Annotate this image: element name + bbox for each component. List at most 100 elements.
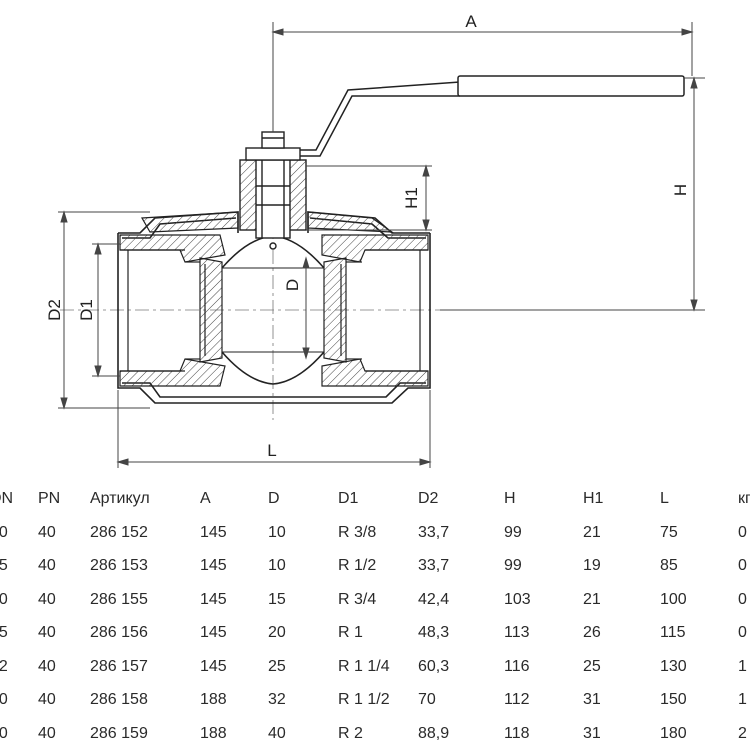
- table-cell: 32: [0, 657, 8, 675]
- table-cell: 33,7: [418, 523, 450, 541]
- table-cell: 180: [660, 724, 687, 742]
- table-cell: 20: [268, 624, 286, 641]
- table-cell: 145: [200, 523, 227, 541]
- table-cell: 10: [268, 523, 286, 541]
- table-cell: 40: [38, 557, 56, 574]
- table-header: кг: [738, 490, 750, 507]
- table-cell: 145: [200, 624, 227, 641]
- table-cell: 21: [583, 590, 601, 608]
- table-cell: 40: [38, 624, 56, 641]
- table-cell: 40: [38, 523, 56, 541]
- table-cell: 31: [583, 691, 601, 708]
- table-cell: 286 153: [90, 557, 148, 574]
- dim-label-L: L: [267, 441, 276, 460]
- table-header: H: [504, 490, 516, 507]
- dimension-L: [116, 390, 432, 468]
- table-cell: 188: [200, 724, 227, 742]
- table-cell: 10: [0, 523, 8, 541]
- table-header: D: [268, 490, 280, 507]
- table-cell: 286 155: [90, 590, 148, 608]
- dim-label-D: D: [283, 279, 302, 291]
- table-cell: 10: [268, 557, 286, 574]
- table-cell: 40: [0, 691, 8, 708]
- table-cell: 42,4: [418, 590, 450, 608]
- table-cell: 19: [583, 557, 601, 574]
- table-cell: 150: [660, 691, 687, 708]
- table-cell: 1: [738, 691, 747, 708]
- table-cell: 25: [583, 657, 601, 675]
- table-cell: 25: [0, 624, 8, 641]
- table-cell: 75: [660, 523, 678, 541]
- table-cell: R 3/8: [338, 523, 377, 541]
- table-cell: 60,3: [418, 657, 450, 675]
- center-lines: [60, 125, 445, 420]
- table-cell: 188: [200, 691, 227, 708]
- table-cell: 1: [738, 657, 747, 675]
- table-cell: R 1: [338, 624, 363, 641]
- table-header: PN: [38, 490, 61, 507]
- table-header: Артикул: [90, 490, 150, 507]
- table-cell: R 1 1/2: [338, 691, 390, 708]
- table-cell: 40: [38, 691, 56, 708]
- table-cell: 145: [200, 557, 227, 574]
- table-cell: R 3/4: [338, 590, 377, 608]
- table-cell: R 1 1/4: [338, 657, 390, 675]
- table-header: DN: [0, 490, 14, 507]
- table-cell: 115: [660, 624, 686, 641]
- table-cell: 113: [504, 624, 530, 641]
- table-cell: 32: [268, 691, 286, 708]
- bore-lines: [120, 249, 428, 372]
- ball-valve-drawing: A H H1 D D1 D2: [45, 12, 705, 468]
- dim-label-A: A: [465, 12, 477, 31]
- dim-label-H1: H1: [402, 187, 421, 209]
- table-cell: 286 156: [90, 624, 148, 641]
- dimension-D2: [58, 210, 150, 410]
- table-cell: 33,7: [418, 557, 450, 574]
- dim-label-H: H: [671, 184, 690, 196]
- table-cell: 25: [268, 657, 286, 675]
- table-cell: 116: [504, 657, 530, 675]
- table-cell: 286 158: [90, 691, 148, 708]
- table-cell: 103: [504, 590, 531, 608]
- table-cell: 40: [268, 724, 286, 742]
- table-header: H1: [583, 490, 604, 507]
- table-cell: 0: [738, 624, 747, 641]
- table-cell: 0: [738, 523, 747, 541]
- table-cell: 2: [738, 724, 747, 742]
- table-cell: 21: [583, 523, 601, 541]
- table-header: D2: [418, 490, 439, 507]
- table-cell: 15: [0, 557, 8, 574]
- table-header: D1: [338, 490, 359, 507]
- table-cell: 286 152: [90, 523, 148, 541]
- dim-label-D1: D1: [77, 299, 96, 321]
- dimension-A: [271, 22, 694, 132]
- table-header: L: [660, 490, 669, 507]
- lever-handle: [300, 75, 685, 157]
- dimension-D: [302, 256, 310, 360]
- table-header: A: [200, 490, 211, 507]
- table-cell: 130: [660, 657, 687, 675]
- table-cell: 48,3: [418, 624, 450, 641]
- table-cell: 0: [738, 590, 747, 608]
- dimension-D1: [92, 242, 120, 378]
- table-cell: 70: [418, 691, 436, 708]
- table-cell: 85: [660, 557, 678, 574]
- table-cell: 31: [583, 724, 601, 742]
- table-cell: 112: [504, 691, 530, 708]
- table-cell: 88,9: [418, 724, 450, 742]
- dimension-H1: [306, 164, 432, 232]
- spec-table: DNPNАртикулADD1D2HH1Lкг1040286 15214510R…: [0, 482, 750, 750]
- table-cell: 100: [660, 590, 687, 608]
- table-cell: 99: [504, 557, 522, 574]
- table-cell: 40: [38, 657, 56, 675]
- table-cell: 50: [0, 724, 8, 742]
- table-cell: 286 157: [90, 657, 148, 675]
- table-cell: 99: [504, 523, 522, 541]
- table-cell: R 1/2: [338, 557, 377, 574]
- dim-label-D2: D2: [45, 299, 64, 321]
- table-cell: 145: [200, 657, 227, 675]
- table-cell: 26: [583, 624, 601, 641]
- dimension-H: [440, 76, 705, 312]
- table-cell: 0: [738, 557, 747, 574]
- table-cell: R 2: [338, 724, 363, 742]
